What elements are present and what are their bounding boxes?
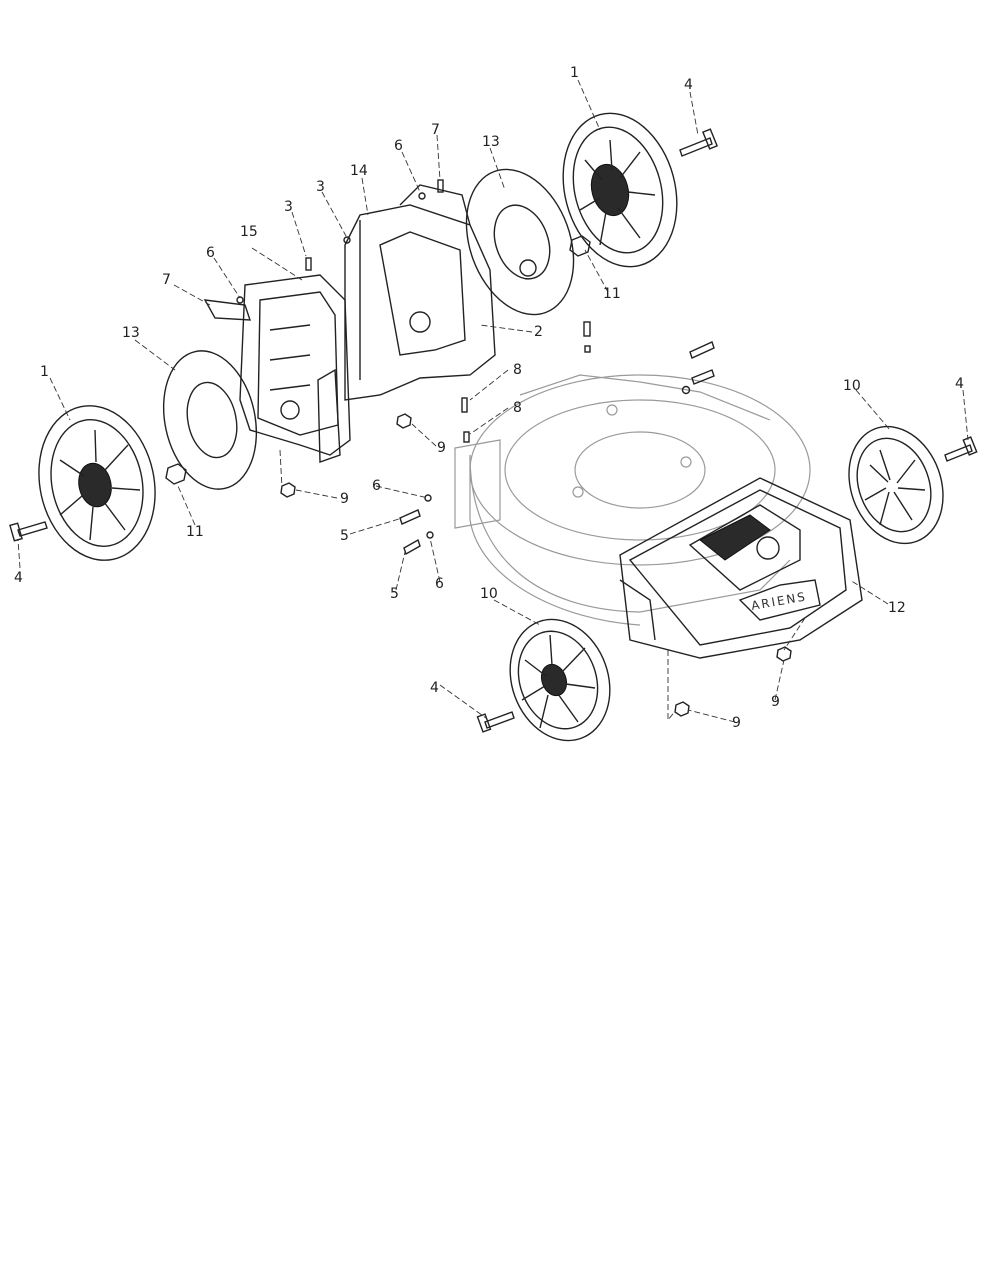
shoulder-bolt-4b: [9, 521, 48, 542]
wheel-front-right: [848, 425, 944, 545]
leader-lines: [17, 79, 969, 723]
nut-11-right: [569, 235, 591, 257]
callout-4: 4: [430, 680, 439, 696]
callout-labels: 1 1 2 3 3 4 4 4 4 5 5 6 6 6 6 7 7 8 8 9 …: [14, 65, 964, 731]
callout-9: 9: [340, 491, 349, 507]
callout-1: 1: [40, 364, 49, 380]
callout-3: 3: [284, 199, 293, 215]
callout-6: 6: [394, 138, 403, 154]
callout-6: 6: [206, 245, 215, 261]
callout-10: 10: [843, 378, 861, 394]
callout-7: 7: [431, 122, 440, 138]
wheel-rear-right: [562, 112, 678, 268]
callout-7: 7: [162, 272, 171, 288]
front-bumper: [619, 477, 863, 659]
callout-12: 12: [888, 600, 906, 616]
nut-9a: [396, 413, 412, 429]
shoulder-bolt-4a: [679, 128, 718, 157]
callout-14: 14: [350, 163, 368, 179]
callout-11: 11: [603, 286, 621, 302]
hubcap-disc-right: [465, 168, 575, 316]
callout-4: 4: [684, 77, 693, 93]
callout-8: 8: [513, 400, 522, 416]
callout-8: 8: [513, 362, 522, 378]
callout-4: 4: [955, 376, 964, 392]
hubcap-disc-left: [162, 350, 258, 490]
callout-1: 1: [570, 65, 579, 81]
nut-11-left: [165, 463, 187, 485]
callout-5: 5: [340, 528, 349, 544]
nut-9d: [674, 701, 690, 717]
shoulder-bolt-4c: [944, 436, 978, 462]
callout-3: 3: [316, 179, 325, 195]
mower-deck: [454, 374, 811, 626]
small-fasteners: [236, 179, 715, 556]
callout-15: 15: [240, 224, 258, 240]
callout-9: 9: [771, 694, 780, 710]
rear-bracket: [344, 184, 496, 401]
nut-9b: [280, 482, 296, 498]
callout-2: 2: [534, 324, 543, 340]
shoulder-bolt-4d: [476, 711, 515, 733]
nut-9c: [776, 646, 792, 662]
callout-10: 10: [480, 586, 498, 602]
callout-4: 4: [14, 570, 23, 586]
wheel-front-left: [509, 618, 611, 742]
callout-13: 13: [122, 325, 140, 341]
callout-13: 13: [482, 134, 500, 150]
callout-5: 5: [390, 586, 399, 602]
callout-11: 11: [186, 524, 204, 540]
left-side-plate: [203, 274, 351, 463]
callout-9: 9: [732, 715, 741, 731]
callout-9: 9: [437, 440, 446, 456]
callout-6: 6: [372, 478, 381, 494]
wheel-rear-left: [38, 405, 156, 561]
callout-6: 6: [435, 576, 444, 592]
